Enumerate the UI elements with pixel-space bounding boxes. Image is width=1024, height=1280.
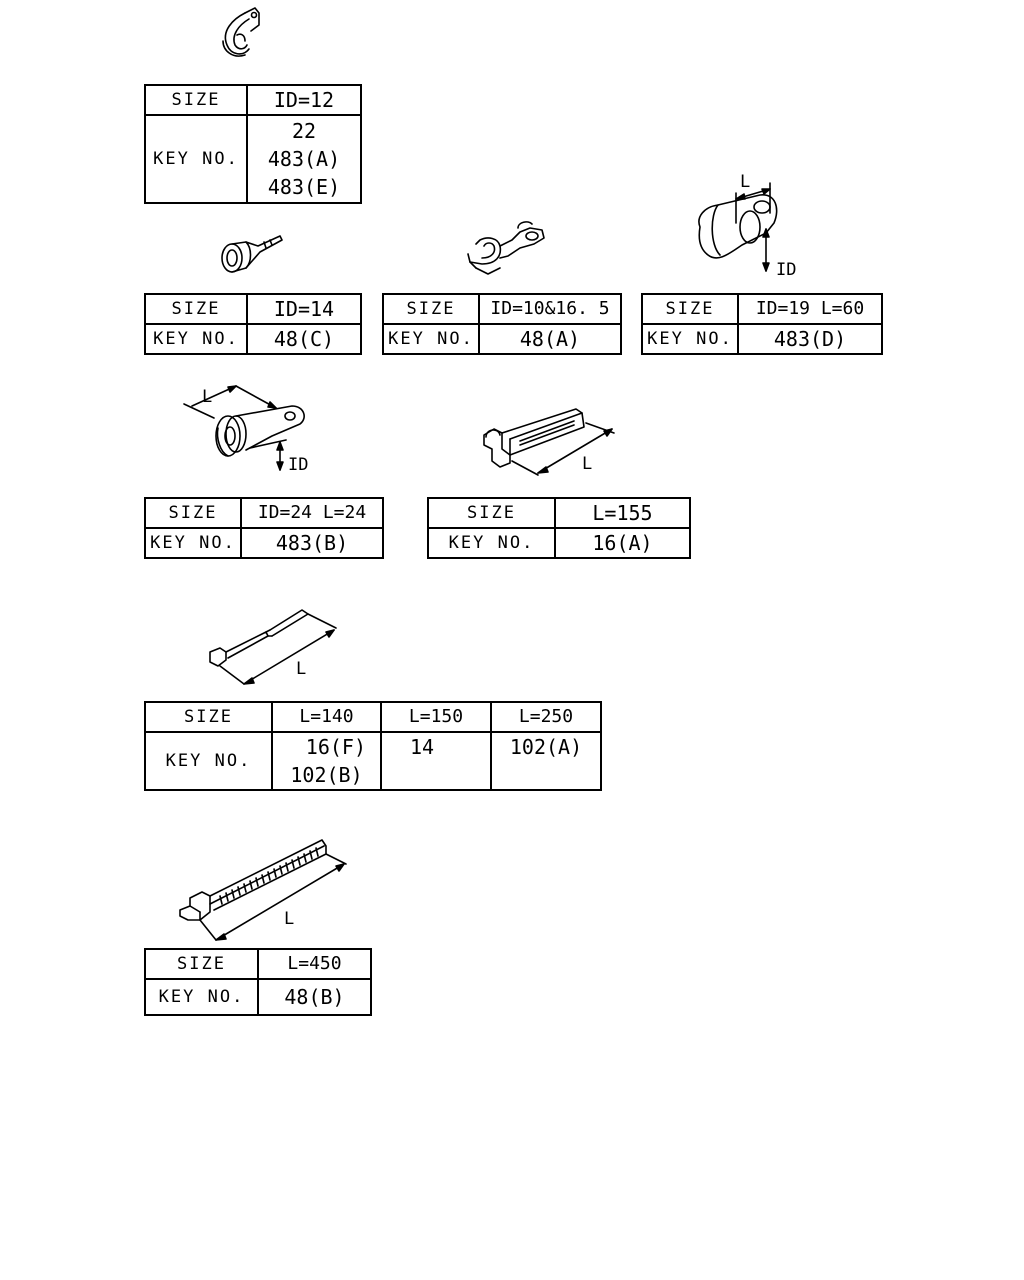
key-no-label: KEY NO. [641, 323, 739, 355]
spec-table-1: SIZE ID=12 KEY NO. 22 483(A) 483(E) [144, 84, 362, 204]
spec-table-6: SIZE L=155 KEY NO. 16(A) [427, 497, 691, 559]
dimension-l-label: L [740, 172, 750, 192]
dimension-l-label: L [202, 387, 212, 407]
cushion-clamp-id19-illustration: L ID [698, 172, 796, 280]
key-no-label: KEY NO. [427, 527, 556, 559]
key-no-value: 16(F) 102(B) [271, 731, 382, 791]
spec-table-5: SIZE ID=24 L=24 KEY NO. 483(B) [144, 497, 384, 559]
tie-serrations [219, 847, 319, 905]
dimension-l-label: L [296, 659, 306, 679]
clip-id14-illustration [221, 235, 283, 273]
key-no-label: KEY NO. [144, 978, 259, 1016]
size-label: SIZE [144, 701, 273, 733]
dimension-id-label: ID [776, 260, 796, 280]
key-no-value: 483(B) [240, 527, 384, 559]
size-label: SIZE [382, 293, 480, 325]
size-label: SIZE [144, 948, 259, 980]
size-label: SIZE [144, 293, 248, 325]
key-no-label: KEY NO. [144, 731, 273, 791]
key-no-item: 22 [291, 119, 317, 143]
key-no-item: 14 [410, 735, 435, 759]
size-value: ID=19 L=60 [737, 293, 883, 325]
dimension-id-label: ID [288, 455, 308, 475]
key-no-label: KEY NO. [382, 323, 480, 355]
key-no-label: KEY NO. [144, 323, 248, 355]
key-no-value: 483(D) [737, 323, 883, 355]
spec-table-3: SIZE ID=10&16. 5 KEY NO. 48(A) [382, 293, 622, 355]
size-value: L=140 [271, 701, 382, 733]
spec-table-7: SIZE L=140 L=150 L=250 KEY NO. 16(F) 102… [144, 701, 602, 791]
size-value: L=150 [380, 701, 492, 733]
dimension-l-label: L [284, 909, 294, 929]
spec-table-8: SIZE L=450 KEY NO. 48(B) [144, 948, 372, 1016]
size-label: SIZE [144, 84, 248, 116]
size-value: L=155 [554, 497, 691, 529]
size-value: L=250 [490, 701, 602, 733]
key-no-value: 48(A) [478, 323, 622, 355]
size-label: SIZE [641, 293, 739, 325]
size-value: ID=10&16. 5 [478, 293, 622, 325]
size-label: SIZE [427, 497, 556, 529]
strap-clip-l155-illustration: L [483, 408, 615, 476]
size-value: L=450 [257, 948, 372, 980]
long-cable-tie-illustration: L [179, 839, 347, 941]
key-no-value: 102(A) [490, 731, 602, 791]
key-no-label: KEY NO. [144, 114, 248, 204]
key-no-value: 16(A) [554, 527, 691, 559]
key-no-item: 16(F) [305, 735, 366, 759]
dimension-l-label: L [582, 454, 592, 474]
key-no-label: KEY NO. [144, 527, 242, 559]
grommet-clamp-id24-illustration: L ID [183, 385, 308, 475]
size-value: ID=14 [246, 293, 362, 325]
size-value: ID=24 L=24 [240, 497, 384, 529]
spec-table-4: SIZE ID=19 L=60 KEY NO. 483(D) [641, 293, 883, 355]
spec-table-2: SIZE ID=14 KEY NO. 48(C) [144, 293, 362, 355]
key-no-item: 483(E) [267, 175, 341, 199]
double-clip-illustration [467, 221, 545, 275]
size-label: SIZE [144, 497, 242, 529]
key-no-item: 483(A) [267, 147, 341, 171]
key-no-value: 48(C) [246, 323, 362, 355]
size-value: ID=12 [246, 84, 362, 116]
cable-tie-illustration: L [209, 609, 337, 685]
key-no-value: 14 [380, 731, 492, 791]
key-no-item: 102(A) [509, 735, 583, 759]
key-no-value: 22 483(A) 483(E) [246, 114, 362, 204]
key-no-item: 102(B) [290, 763, 363, 787]
key-no-value: 48(B) [257, 978, 372, 1016]
clip-id12-illustration [222, 7, 260, 57]
